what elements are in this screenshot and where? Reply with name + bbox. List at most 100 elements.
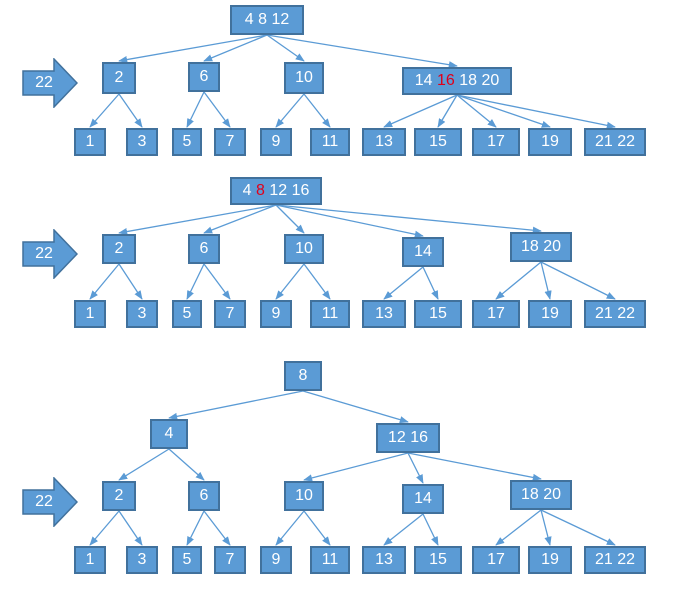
insert-key-label: 22 — [35, 245, 53, 262]
tree-node: 17 — [472, 300, 520, 328]
tree-edge — [383, 266, 424, 300]
tree-node: 11 — [310, 546, 350, 574]
tree-edge — [302, 390, 409, 424]
tree-edge — [540, 261, 616, 300]
tree-node: 9 — [260, 128, 292, 156]
tree-node: 3 — [126, 128, 158, 156]
insert-key-label: 22 — [35, 493, 53, 510]
node-key-text: 15 — [429, 305, 447, 322]
tree-edge — [383, 94, 458, 128]
tree-edge — [203, 263, 231, 300]
node-key-text: 19 — [541, 551, 559, 568]
tree-node: 7 — [214, 546, 246, 574]
tree-edge — [540, 509, 616, 546]
tree-edge — [303, 510, 331, 546]
tree-node: 7 — [214, 300, 246, 328]
node-key-text: 11 — [321, 551, 339, 568]
tree-node: 19 — [528, 300, 572, 328]
tree-edge — [266, 34, 458, 69]
tree-node: 1 — [74, 300, 106, 328]
node-key-text: 2 — [114, 487, 124, 504]
tree-edge — [383, 513, 424, 546]
tree-node: 1 — [74, 546, 106, 574]
tree-node: 7 — [214, 128, 246, 156]
node-key-text: 10 — [295, 487, 313, 504]
tree-node: 17 — [472, 546, 520, 574]
node-key-text: 3 — [137, 551, 147, 568]
tree-node: 14 — [402, 484, 444, 514]
tree-edge — [303, 263, 331, 300]
node-key-text: 1 — [85, 551, 95, 568]
tree-node: 4 8 12 — [230, 5, 304, 35]
node-key-text: 1 — [85, 133, 95, 150]
node-key-text: 6 — [199, 240, 209, 257]
tree-edge — [495, 509, 542, 546]
node-key-text: 12 16 — [264, 182, 310, 199]
tree-node: 13 — [362, 300, 406, 328]
tree-edge — [275, 93, 305, 128]
node-key-text: 4 8 12 — [244, 11, 290, 28]
node-key-text: 19 — [541, 305, 559, 322]
node-key-text: 12 16 — [387, 429, 429, 446]
tree-node: 15 — [414, 546, 462, 574]
tree-node: 19 — [528, 128, 572, 156]
node-key-text: 14 — [414, 243, 432, 260]
tree-node: 5 — [172, 546, 202, 574]
tree-edge — [118, 34, 268, 64]
tree-node: 9 — [260, 300, 292, 328]
node-key-text: 14 — [414, 72, 437, 89]
node-key-text: 10 — [295, 69, 313, 86]
tree-node: 5 — [172, 128, 202, 156]
tree-node: 1 — [74, 128, 106, 156]
node-key-text: 21 22 — [594, 133, 636, 150]
tree-edge — [540, 261, 552, 300]
tree-node: 2 — [102, 481, 136, 511]
tree-edge — [456, 94, 616, 129]
tree-node: 17 — [472, 128, 520, 156]
tree-edge — [203, 204, 277, 234]
tree-edge — [275, 263, 305, 300]
tree-node: 13 — [362, 546, 406, 574]
node-key-text: 19 — [541, 133, 559, 150]
tree-edge — [186, 510, 205, 546]
tree-edge — [422, 266, 439, 300]
tree-edge — [89, 510, 120, 546]
tree-node: 18 20 — [510, 232, 572, 262]
node-key-text: 3 — [137, 305, 147, 322]
tree-edge — [540, 509, 552, 546]
tree-node: 14 16 18 20 — [402, 67, 512, 95]
tree-edge — [118, 263, 143, 300]
tree-edge — [275, 510, 305, 546]
node-key-text: 2 — [114, 69, 124, 86]
tree-edge — [186, 263, 205, 300]
tree-node: 21 22 — [584, 546, 646, 574]
tree-edge — [266, 34, 305, 62]
tree-edge — [422, 513, 439, 546]
node-key-text: 1 — [85, 305, 95, 322]
tree-node: 6 — [188, 481, 220, 511]
node-key-text: 21 22 — [594, 551, 636, 568]
node-key-text: 4 — [164, 425, 174, 442]
tree-node: 21 22 — [584, 128, 646, 156]
node-key-text: 2 — [114, 240, 124, 257]
tree-edge — [168, 448, 205, 481]
arrow-shape-icon — [22, 228, 79, 280]
tree-node: 19 — [528, 546, 572, 574]
node-key-text: 6 — [199, 68, 209, 85]
node-key-text: 15 — [429, 551, 447, 568]
node-key-text: 3 — [137, 133, 147, 150]
tree-node: 13 — [362, 128, 406, 156]
tree-edge — [203, 34, 268, 62]
tree-node: 2 — [102, 234, 136, 264]
node-key-text: 17 — [487, 305, 505, 322]
tree-edge — [407, 452, 424, 484]
tree-edge — [118, 448, 170, 481]
node-key-text: 18 20 — [520, 486, 562, 503]
node-key-text: 15 — [429, 133, 447, 150]
node-key-text: 11 — [321, 133, 339, 150]
insert-key-label: 22 — [35, 74, 53, 91]
tree-node: 3 — [126, 546, 158, 574]
tree-edge — [89, 93, 120, 128]
node-key-text: 9 — [271, 305, 281, 322]
